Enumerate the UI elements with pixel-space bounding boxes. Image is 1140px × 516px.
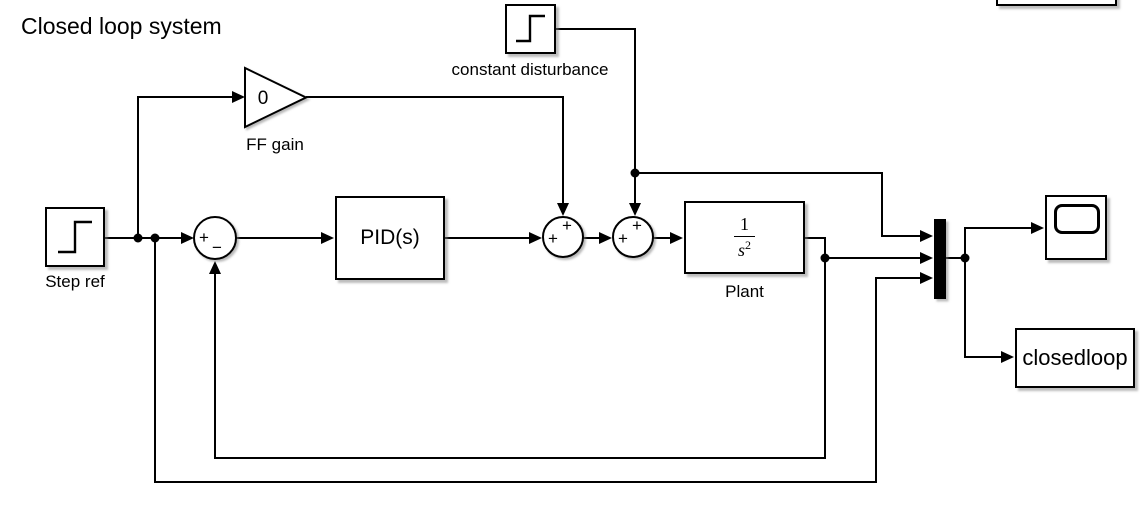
wire-pid-to-sum-ff[interactable]	[445, 232, 542, 244]
sum-disturbance-top-sign: +	[632, 216, 642, 235]
wire-disturbance-branch-to-mux1[interactable]	[635, 172, 933, 242]
arrowhead	[232, 91, 245, 103]
ff-gain-label: FF gain	[246, 135, 304, 154]
arrowhead	[920, 230, 933, 242]
arrowhead	[557, 203, 569, 216]
arrowhead	[1031, 222, 1044, 234]
sum-disturbance-left-sign: +	[618, 229, 628, 248]
fraction-bar	[734, 236, 755, 237]
transfer-function: 1 s2	[734, 215, 755, 260]
tf-denominator-exponent: 2	[745, 238, 751, 252]
wire-branch-to-ff-gain[interactable]	[137, 91, 245, 238]
mux-block[interactable]	[934, 219, 946, 299]
wire-mux-to-scope[interactable]	[946, 222, 1044, 259]
arrowhead	[670, 232, 683, 244]
ff-gain-value: 0	[258, 88, 269, 109]
tf-denominator-base: s	[737, 240, 745, 260]
pid-controller-block[interactable]: PID(s)	[335, 196, 445, 280]
sum-ff-top-sign: +	[562, 216, 572, 235]
step-signal-icon	[516, 14, 545, 43]
wire-sum-error-to-pid[interactable]	[236, 232, 334, 244]
ff-gain-block[interactable]: 0	[244, 66, 309, 129]
arrowhead	[920, 252, 933, 264]
junction-dot	[820, 253, 830, 263]
step-ref-block[interactable]	[45, 207, 105, 267]
arrowhead	[181, 232, 194, 244]
junction-dot	[630, 168, 640, 178]
diagram-title: Closed loop system	[21, 13, 222, 39]
wire-mux-to-workspace[interactable]	[964, 258, 1014, 363]
constant-disturbance-block[interactable]	[505, 4, 556, 54]
to-workspace-text: closedloop	[1022, 345, 1128, 370]
pid-block-text: PID(s)	[360, 226, 420, 249]
arrowhead	[1001, 351, 1014, 363]
clipped-block-top-right[interactable]	[996, 0, 1117, 6]
sum-ff-block[interactable]: + +	[542, 216, 584, 258]
scope-screen-icon	[1054, 204, 1100, 234]
wire-ff-gain-to-sum-ff[interactable]	[306, 96, 569, 216]
wire-plant-branch-to-mux2[interactable]	[825, 252, 933, 264]
arrowhead	[599, 232, 612, 244]
sum-disturbance-block[interactable]: + +	[612, 216, 654, 258]
arrowhead	[321, 232, 334, 244]
junction-dot	[960, 253, 970, 263]
sum-error-minus-sign: −	[212, 238, 222, 257]
constant-disturbance-label: constant disturbance	[451, 60, 609, 79]
sum-error-block[interactable]: + −	[193, 216, 237, 260]
tf-denominator: s2	[738, 239, 751, 260]
plant-block[interactable]: 1 s2	[684, 201, 805, 274]
wire-stepref-branch-to-mux3[interactable]	[154, 238, 933, 483]
wire-disturbance-to-sum[interactable]	[556, 28, 641, 216]
arrowhead	[629, 203, 641, 216]
arrowhead	[529, 232, 542, 244]
wire-sum-ff-to-sum-disturbance[interactable]	[583, 232, 612, 244]
scope-block[interactable]	[1045, 195, 1107, 260]
to-workspace-block[interactable]: closedloop	[1015, 328, 1135, 388]
junction-dot	[150, 233, 160, 243]
wire-stepref-to-sum-error[interactable]	[105, 232, 194, 244]
sum-ff-left-sign: +	[548, 229, 558, 248]
arrowhead	[920, 272, 933, 284]
arrowhead	[209, 261, 221, 274]
sum-error-plus-sign: +	[199, 228, 209, 247]
step-ref-label: Step ref	[45, 272, 105, 291]
plant-label: Plant	[725, 282, 764, 301]
wire-plant-feedback-to-sum-error[interactable]	[209, 237, 826, 459]
wire-sum-disturbance-to-plant[interactable]	[653, 232, 683, 244]
tf-numerator: 1	[740, 214, 749, 235]
step-signal-icon	[58, 220, 92, 254]
junction-dot	[133, 233, 143, 243]
